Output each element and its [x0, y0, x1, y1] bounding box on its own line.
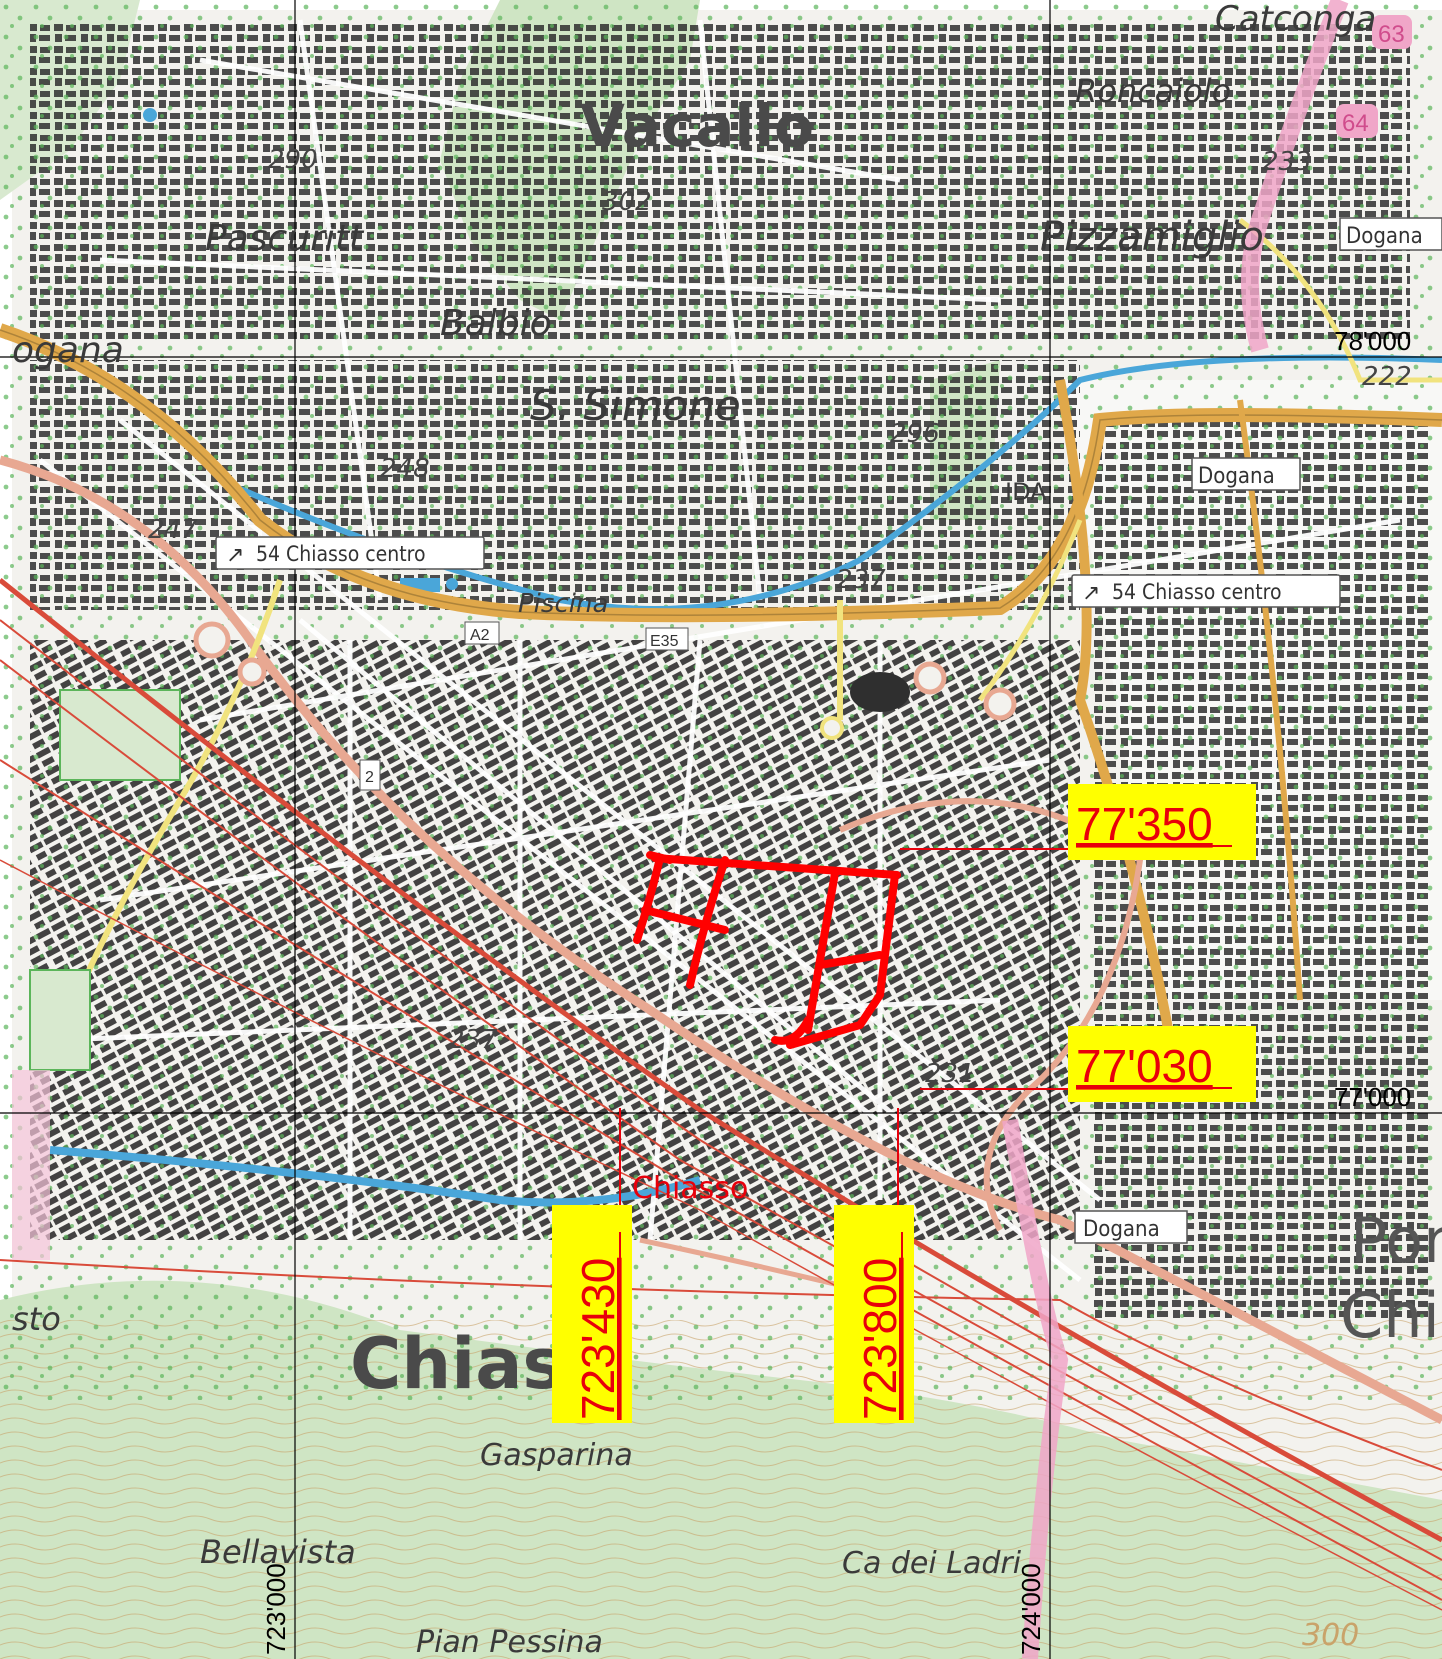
- road-number-a2: A2: [464, 621, 500, 645]
- callout-77030: 77'030: [1068, 1026, 1256, 1102]
- place-label-pizzamiglio: Pizzamiglio: [1040, 214, 1264, 260]
- arrow-icon: ↗: [1082, 580, 1100, 605]
- callout-77350: 77'350: [1068, 784, 1256, 860]
- spot-height: 302: [602, 187, 652, 217]
- place-label-piscina: Piscina: [518, 589, 608, 619]
- highlighted-streets: [633, 851, 901, 1049]
- svg-text:723'430: 723'430: [572, 1258, 624, 1420]
- spot-height: 233: [1262, 147, 1312, 177]
- place-label-sto: sto: [12, 1300, 61, 1338]
- svg-text:Dogana: Dogana: [1083, 1217, 1160, 1242]
- place-label-ponte-chiasso-2: Chi: [1340, 1279, 1440, 1352]
- place-label-balbio: Balbio: [440, 303, 552, 344]
- road-sign-dogana-3: Dogana: [1074, 1210, 1188, 1244]
- place-label-pian-pessina: Pian Pessina: [416, 1625, 603, 1659]
- road-sign-exit-right: ↗ 54 Chiasso centro: [1071, 574, 1341, 608]
- railway-tracks: [0, 578, 1442, 1611]
- exit-sign-label: 54 Chiasso centro: [1112, 580, 1282, 604]
- road-sign-dogana-1: Dogana: [1339, 217, 1442, 251]
- spot-height: 237: [836, 565, 886, 595]
- svg-text:2: 2: [365, 769, 374, 786]
- spot-height: 296: [890, 419, 940, 449]
- spot-height: 222: [1362, 362, 1412, 392]
- place-label-roncaiolo: Roncaiolo: [1075, 72, 1231, 110]
- sports-field: [59, 689, 181, 781]
- grid-label-78000: 78'000: [1334, 326, 1411, 356]
- svg-text:723'800: 723'800: [854, 1258, 906, 1420]
- arrow-icon: ↗: [226, 542, 244, 567]
- svg-text:64: 64: [1342, 110, 1369, 137]
- spot-height: 248: [380, 454, 430, 484]
- grid-label-724000: 724'000: [1016, 1563, 1046, 1655]
- canal: [49, 1146, 702, 1207]
- road-number-e35: E35: [645, 627, 689, 651]
- callout-723800: 723'800: [834, 1205, 914, 1423]
- road-number-63: 63: [1372, 15, 1412, 49]
- place-label-vacallo: Vacallo: [580, 92, 814, 160]
- place-label-ponte-chiasso-1: Pon: [1350, 1204, 1442, 1277]
- spot-height: 290: [268, 145, 318, 175]
- spot-height: 231: [925, 1059, 975, 1089]
- spot-height: 247: [148, 515, 198, 545]
- svg-text:77'350: 77'350: [1076, 798, 1213, 850]
- place-label-catconga: Catconga: [1215, 0, 1376, 39]
- yellow-road: [77, 579, 283, 992]
- place-label-bellavista: Bellavista: [200, 1533, 356, 1571]
- callout-leaders: [619, 848, 1070, 1205]
- place-label-pascuritt: Pascuritt: [205, 218, 365, 259]
- national-border: [1241, 0, 1349, 353]
- place-label-chiasso-station: Chiasso: [632, 1171, 748, 1206]
- place-label-ca-dei-ladri: Ca dei Ladri: [842, 1546, 1022, 1581]
- svg-text:Dogana: Dogana: [1198, 464, 1275, 489]
- svg-text:77'030: 77'030: [1076, 1040, 1213, 1092]
- svg-text:A2: A2: [470, 627, 490, 644]
- place-label-gasparina: Gasparina: [480, 1438, 633, 1473]
- ida-label: IDA: [1005, 478, 1047, 506]
- road-sign-dogana-2: Dogana: [1191, 457, 1301, 491]
- svg-text:Dogana: Dogana: [1346, 224, 1423, 249]
- road-sign-exit-left: ↗ 54 Chiasso centro: [215, 536, 485, 570]
- grid-label-723000: 723'000: [261, 1563, 291, 1655]
- callout-723430: 723'430: [552, 1205, 632, 1423]
- svg-text:E35: E35: [650, 633, 679, 650]
- grid-label-77000: 77'000: [1334, 1082, 1411, 1112]
- road-number-2: 2: [359, 759, 381, 791]
- svg-text:63: 63: [1378, 21, 1405, 48]
- exit-sign-label: 54 Chiasso centro: [256, 542, 426, 566]
- place-label-dogana-left: ogana: [12, 330, 124, 371]
- spot-height: 237: [448, 1025, 498, 1055]
- road-number-64: 64: [1336, 104, 1378, 138]
- place-label-s-simone: S. Simone: [530, 381, 741, 430]
- spot-height: 300: [1302, 1618, 1359, 1653]
